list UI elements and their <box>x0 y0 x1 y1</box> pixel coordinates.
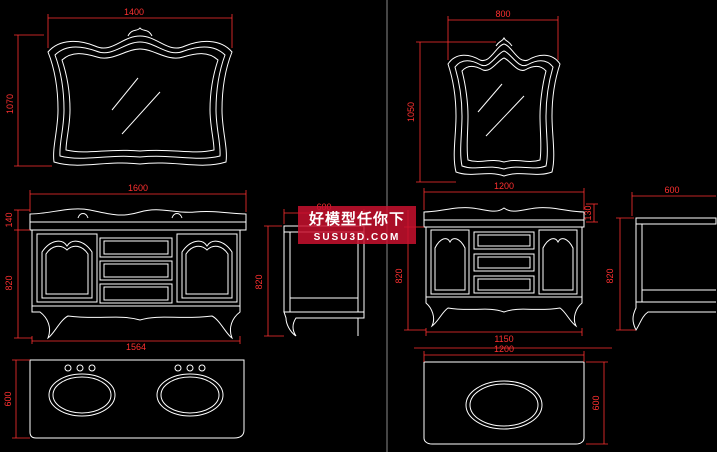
left-cabinet-top-width: 1600 <box>128 183 148 193</box>
right-cabinet-side-dims <box>616 192 716 331</box>
watermark-site: SUSU3D.COM <box>314 232 401 243</box>
right-countertop-width: 1200 <box>494 344 514 354</box>
right-mirror-dims <box>416 16 559 183</box>
left-cabinet-front <box>29 208 247 340</box>
left-cabinet-front-dims <box>14 190 247 344</box>
right-cabinet-top-width: 1200 <box>494 181 514 191</box>
left-mirror-dims <box>14 14 233 167</box>
right-side-width: 600 <box>664 185 679 195</box>
left-mirror <box>47 27 233 166</box>
right-countertop-plan <box>423 361 585 445</box>
left-mirror-height: 1070 <box>5 94 15 114</box>
left-countertop-depth: 600 <box>3 391 13 406</box>
right-countertop-depth: 600 <box>591 395 601 410</box>
right-mirror <box>447 36 561 177</box>
right-cabinet-top-height: 130 <box>583 205 593 220</box>
watermark: 好模型任你下 SUSU3D.COM <box>298 206 416 244</box>
right-cabinet-body-height: 820 <box>394 268 404 283</box>
left-countertop-plan <box>29 359 245 439</box>
left-side-height: 820 <box>254 274 264 289</box>
left-cabinet-body-height: 820 <box>4 275 14 290</box>
left-countertop-dims <box>12 359 30 439</box>
right-mirror-height: 1050 <box>406 102 416 122</box>
right-cabinet-side <box>632 217 717 331</box>
left-mirror-width: 1400 <box>124 7 144 17</box>
watermark-chinese: 好模型任你下 <box>308 210 405 228</box>
right-cabinet-base-width: 1150 <box>494 334 513 344</box>
right-cabinet-front <box>423 207 585 328</box>
left-cabinet-base-width: 1564 <box>126 342 146 352</box>
left-cabinet-top-height: 140 <box>4 212 14 227</box>
right-countertop-dims <box>423 351 608 445</box>
right-mirror-width: 800 <box>495 9 510 19</box>
right-side-height: 820 <box>605 268 615 283</box>
